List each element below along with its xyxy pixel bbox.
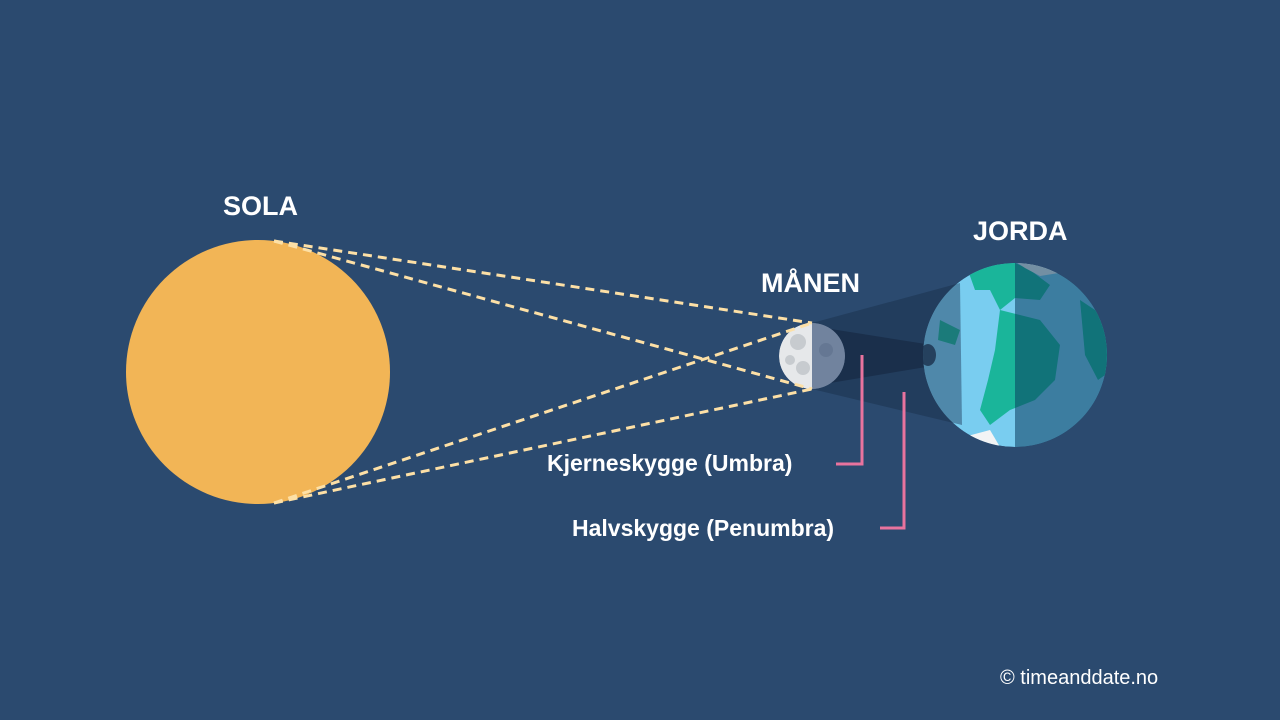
sun-rays (273, 239, 813, 505)
sun-label: SOLA (223, 191, 299, 221)
umbra-label: Kjerneskygge (Umbra) (547, 450, 793, 476)
copyright-credit: © timeanddate.no (1000, 667, 1159, 689)
earth-label: JORDA (973, 216, 1068, 246)
sun-disc (126, 240, 390, 504)
penumbra-label: Halvskygge (Penumbra) (572, 515, 835, 541)
umbra-cone (812, 326, 932, 386)
penumbra-pointer (880, 392, 906, 530)
umbra-pointer (836, 355, 864, 466)
moon-disc (779, 323, 845, 389)
moon-label: MÅNEN (761, 268, 860, 298)
